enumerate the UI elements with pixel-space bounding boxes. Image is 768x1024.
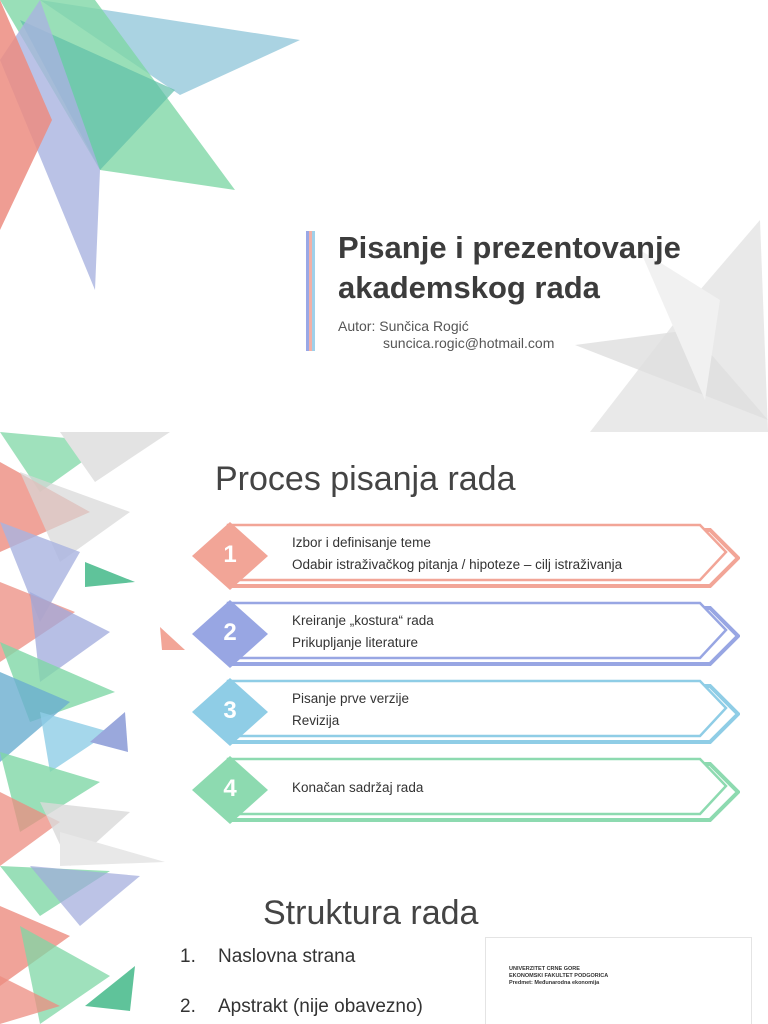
thumbnail-line: UNIVERZITET CRNE GORE [509, 966, 580, 972]
step-number-diamond [192, 756, 268, 824]
author-email: suncica.rogic@hotmail.com [383, 335, 555, 351]
structure-list: 1. Naslovna strana 2. Apstrakt (nije obavez… [180, 946, 423, 1024]
step-line: Konačan sadržaj rada [292, 780, 424, 795]
title-slide: Pisanje i prezentovanje akademskog rada … [0, 0, 768, 432]
thumbnail-line: EKONOMSKI FAKULTET PODGORICA [509, 973, 609, 979]
presentation-title: Pisanje i prezentovanje akademskog rada [338, 230, 681, 305]
step-arrow-shape [192, 756, 740, 824]
thumbnail-line: Predmet: Međunarodna ekonomija [509, 980, 600, 986]
step-line: Izbor i definisanje teme [292, 535, 431, 550]
geometric-decoration [0, 866, 140, 1024]
step-arrow-shape [192, 678, 740, 746]
step-number: 4 [223, 775, 237, 802]
list-item: 1. Naslovna strana [180, 946, 423, 996]
list-item: 2. Apstrakt (nije obavezno) [180, 996, 423, 1024]
step-line: Revizija [292, 713, 340, 728]
step-line: Pisanje prve verzije [292, 691, 410, 706]
geometric-decoration [0, 432, 185, 866]
list-item-text: Apstrakt (nije obavezno) [218, 996, 423, 1017]
slide-title: Struktura rada [263, 894, 479, 932]
list-item-number: 1. [180, 946, 196, 967]
slide-title: Proces pisanja rada [215, 460, 516, 498]
list-item-number: 2. [180, 996, 196, 1017]
step-arrow-shape [192, 600, 740, 668]
process-step-4: 4 Konačan sadržaj rada [190, 756, 740, 824]
step-number-diamond [192, 522, 268, 590]
step-line: Odabir istraživačkog pitanja / hipoteze … [292, 557, 623, 572]
step-line: Prikupljanje literature [292, 635, 419, 650]
step-line: Kreiranje „kostura“ rada [292, 613, 434, 628]
list-item-text: Naslovna strana [218, 946, 356, 967]
structure-slide: Struktura rada 1. Naslovna strana 2. Apstra… [0, 866, 768, 1024]
step-number: 1 [223, 541, 237, 568]
process-slide: Proces pisanja rada 1 Izbor i definisanje… [0, 432, 768, 866]
title-accent-bar [306, 231, 316, 351]
step-number: 2 [223, 619, 237, 646]
step-text: Konačan sadržaj rada [292, 777, 423, 799]
step-number-diamond [192, 678, 268, 746]
author-label: Autor: Sunčica Rogić [338, 318, 469, 334]
step-number: 3 [223, 697, 237, 724]
step-number-diamond [192, 600, 268, 668]
geometric-decoration [0, 0, 768, 432]
step-arrow-shape [192, 522, 740, 590]
